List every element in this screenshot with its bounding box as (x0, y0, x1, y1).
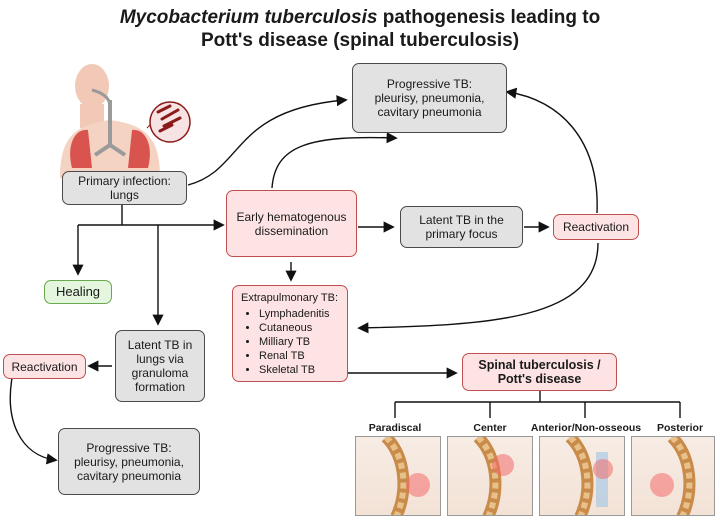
primary-line1: Primary infection: (78, 174, 171, 188)
left-lung-icon (70, 129, 92, 168)
label-center: Center (473, 422, 507, 434)
healing-box: Healing (44, 280, 112, 304)
extrapulmonary-heading: Extrapulmonary TB: (241, 292, 339, 304)
spine-illustration (381, 437, 430, 515)
latent-lungs-line3: granuloma (131, 366, 189, 380)
progressive-bottom-line2: pleurisy, pneumonia, (74, 454, 184, 469)
spinal-line1: Spinal tuberculosis / (478, 358, 601, 372)
extrapulmonary-box: Extrapulmonary TB: Lymphadenitis Cutaneo… (232, 285, 348, 382)
reactivation-right-box: Reactivation (553, 214, 639, 240)
primary-line2: lungs (110, 188, 139, 202)
label-posterior: Posterior (656, 422, 704, 434)
list-item: Renal TB (259, 349, 330, 363)
arrow-reactivation-to-progressive-bottom (9, 377, 58, 465)
list-item: Lymphadenitis (259, 307, 330, 321)
latent-lungs-line1: Latent TB in (127, 338, 193, 352)
dissemination-line1: Early hematogenous (236, 209, 347, 224)
reactivation-left-box: Reactivation (3, 354, 86, 379)
progressive-bottom-line1: Progressive TB: (86, 440, 172, 455)
spine-panel-center (447, 436, 533, 516)
right-lung-icon (128, 129, 150, 168)
progressive-top-line2: pleurisy, pneumonia, (374, 91, 485, 105)
spinal-tuberculosis-box: Spinal tuberculosis / Pott's disease (462, 353, 617, 391)
diagram-title: Mycobacterium tuberculosis pathogenesis … (0, 6, 720, 52)
lungs-illustration (60, 64, 191, 178)
progressive-bottom-line3: cavitary pneumonia (76, 468, 182, 483)
label-paradiscal: Paradiscal (368, 422, 422, 434)
list-item: Cutaneous (259, 321, 330, 335)
title-organism: Mycobacterium tuberculosis (119, 7, 378, 28)
latent-primary-line2: primary focus (425, 227, 498, 241)
spine-panel-posterior (631, 436, 715, 516)
list-item: Skeletal TB (259, 363, 330, 377)
list-item: Milliary TB (259, 335, 330, 349)
arrow-reactivation-to-progressive (505, 87, 598, 214)
spine-illustration (565, 437, 613, 515)
label-anterior: Anterior/Non-osseous (530, 422, 642, 434)
progressive-tb-top-box: Progressive TB: pleurisy, pneumonia, cav… (352, 63, 507, 133)
extrapulmonary-list: Lymphadenitis Cutaneous Milliary TB Rena… (241, 307, 330, 377)
latent-primary-line1: Latent TB in the (419, 213, 504, 227)
spine-illustration (473, 437, 514, 515)
arrow-dissemination-to-progressive (271, 132, 398, 189)
latent-lungs-line2: lungs via (136, 352, 184, 366)
spine-panel-paradiscal (355, 436, 441, 516)
progressive-tb-bottom-box: Progressive TB: pleurisy, pneumonia, cav… (58, 428, 200, 495)
early-dissemination-box: Early hematogenous dissemination (226, 190, 357, 257)
latent-lungs-line4: formation (134, 380, 186, 394)
arrow-primary-to-progressive (187, 95, 348, 186)
spine-panel-anterior (539, 436, 625, 516)
title-part: pathogenesis leading to (377, 7, 601, 28)
primary-infection-box: Primary infection: lungs (62, 171, 187, 205)
arrow-reactivation-to-extrapulmonary (357, 242, 599, 334)
progressive-top-line1: Progressive TB: (386, 77, 473, 91)
dissemination-line2: dissemination (254, 223, 329, 238)
progressive-top-line3: cavitary pneumonia (377, 105, 482, 119)
title-line2: Pott's disease (spinal tuberculosis) (200, 30, 520, 51)
latent-lungs-box: Latent TB in lungs via granuloma formati… (115, 330, 205, 402)
spinal-line2: Pott's disease (497, 372, 582, 386)
spine-illustration (650, 437, 696, 515)
latent-primary-box: Latent TB in the primary focus (400, 206, 523, 248)
